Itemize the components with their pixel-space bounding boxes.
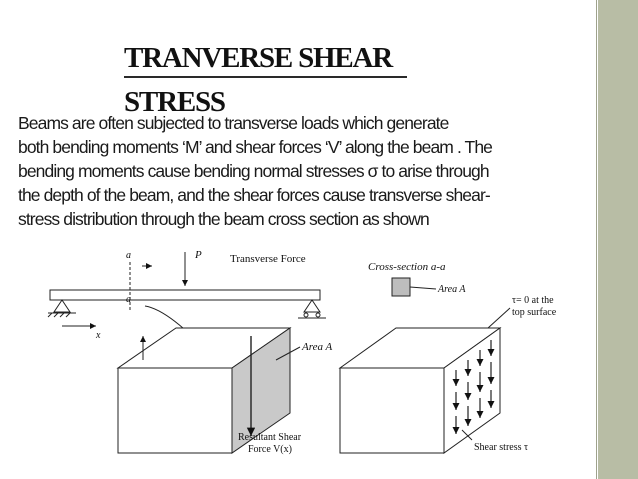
right-block: [338, 327, 502, 454]
left-block-side: [231, 327, 291, 454]
area-a-leader: [275, 346, 301, 361]
body-paragraph: Beams are often subjected to transverse …: [18, 111, 596, 231]
label-cross-section: Cross-section a-a: [368, 261, 446, 273]
right-block-side: [443, 327, 501, 454]
hatch: [47, 312, 53, 318]
label-area-a: Area A: [301, 341, 333, 353]
decorative-sidebar: [598, 0, 638, 479]
beam: [49, 289, 321, 301]
body-line: bending moments cause bending normal str…: [18, 161, 490, 181]
shear-stress-leader: [461, 429, 473, 441]
body-line: Beams are often subjected to transverse …: [18, 113, 449, 133]
label-resultant-1: Resultant Shear: [238, 432, 302, 443]
tau-zero-leader: [487, 307, 511, 329]
body-line: stress distribution through the beam cro…: [18, 209, 430, 229]
hatch: [65, 312, 71, 318]
cross-section-square: [391, 277, 411, 297]
roller: [315, 312, 321, 318]
left-block-front: [117, 367, 233, 454]
hatch: [53, 312, 59, 318]
label-transverse-force: Transverse Force: [230, 253, 306, 265]
body-line: both bending moments ‘M’ and shear force…: [18, 137, 493, 157]
label-x: x: [95, 330, 101, 341]
label-a-bottom: a: [126, 294, 131, 305]
label-shear-stress: Shear stress τ: [474, 442, 528, 453]
shear-stress-figure: a a P Transverse Force x Area A Resultan…: [47, 249, 557, 455]
title-underline: [124, 76, 407, 78]
left-block: [116, 327, 301, 454]
area-small-leader: [409, 286, 437, 290]
slide-title: TRANVERSE SHEAR STRESS: [124, 42, 393, 118]
label-tau-zero-1: τ= 0 at the: [512, 295, 554, 306]
hatch: [59, 312, 65, 318]
label-resultant-2: Force V(x): [248, 444, 292, 455]
label-load-p: P: [194, 249, 202, 261]
right-support: [303, 299, 321, 313]
label-tau-zero-2: top surface: [512, 307, 557, 318]
left-support: [53, 299, 71, 313]
label-area-a-small: Area A: [437, 284, 466, 295]
roller: [303, 312, 309, 318]
right-block-front: [339, 367, 445, 454]
shear-stress-arrows: [452, 340, 495, 434]
sidebar-divider: [596, 0, 597, 479]
body-line: the depth of the beam, and the shear for…: [18, 185, 491, 205]
label-a-top: a: [126, 250, 131, 261]
